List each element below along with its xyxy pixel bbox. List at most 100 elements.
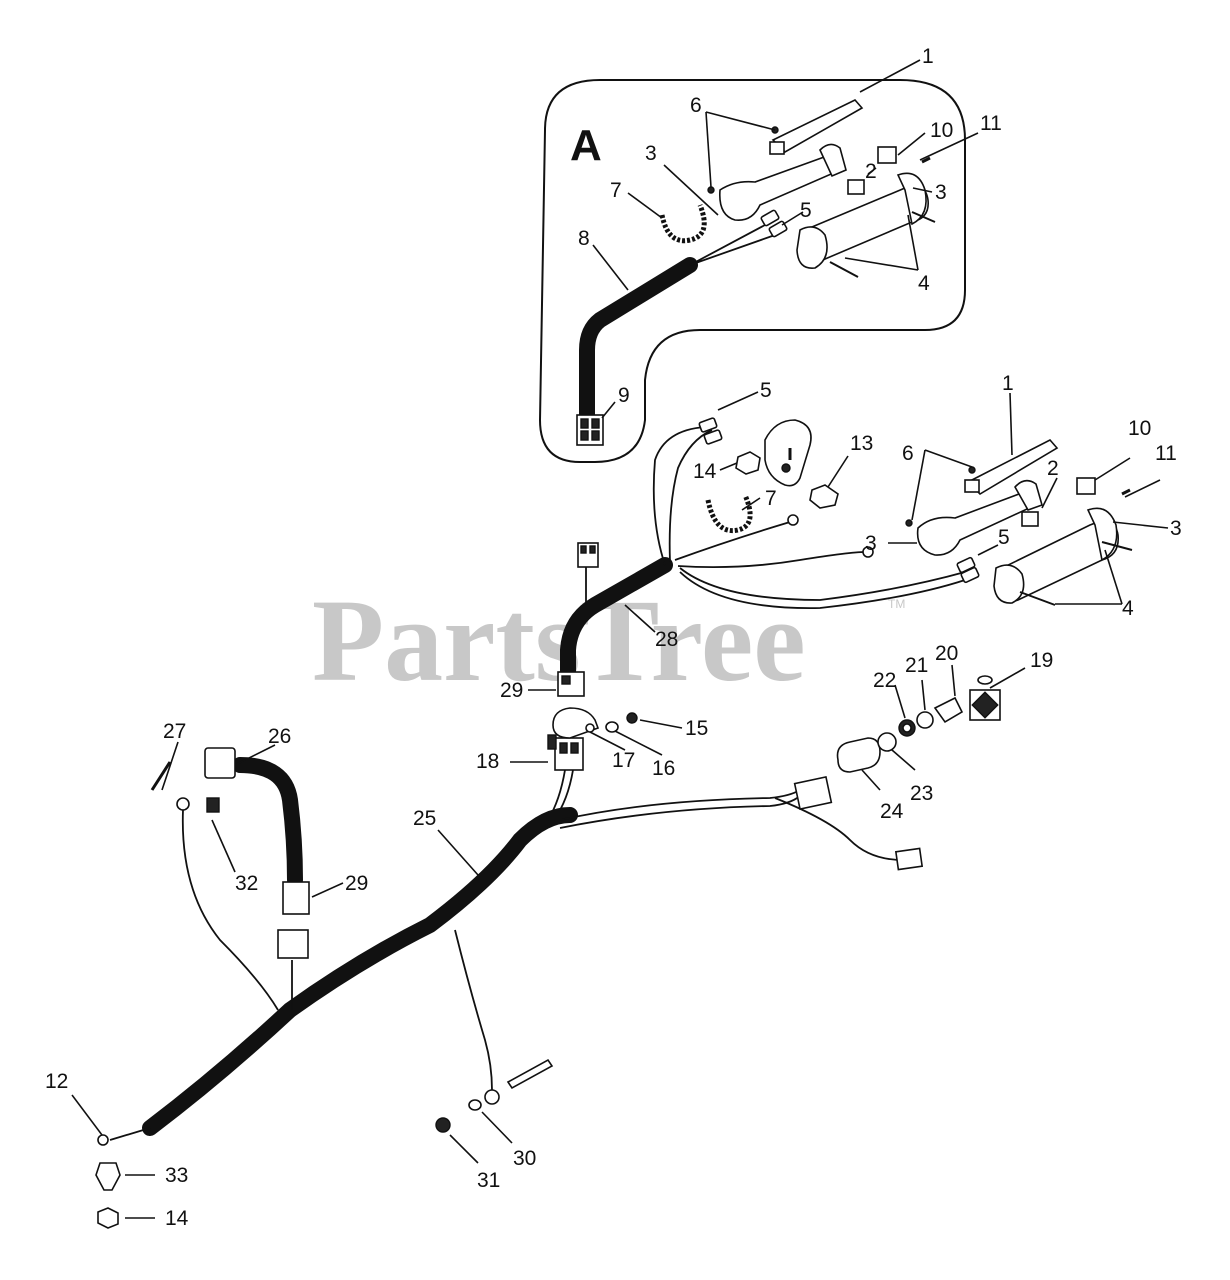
stub-connector-pin bbox=[589, 545, 596, 554]
callout-24: 24 bbox=[880, 800, 904, 823]
callout-20: 20 bbox=[935, 642, 958, 665]
leader bbox=[211, 819, 236, 873]
inset-harness bbox=[579, 257, 698, 423]
leader bbox=[719, 462, 738, 471]
callout-26: 26 bbox=[268, 725, 291, 748]
inset-switch bbox=[847, 179, 865, 195]
ring-terminal-30 bbox=[484, 1089, 500, 1105]
part-19-face bbox=[971, 691, 999, 719]
screw-6 bbox=[968, 466, 976, 474]
callout-5b: 5 bbox=[998, 526, 1010, 549]
connector-right bbox=[793, 776, 833, 810]
block-10 bbox=[1076, 477, 1096, 495]
lever-1-end bbox=[964, 479, 980, 493]
leader bbox=[1009, 392, 1013, 456]
callout-12: 12 bbox=[45, 1070, 68, 1093]
main-callouts: 5 1 10 11 6 13 14 2 7 3 3 5 4 28 19 20 2… bbox=[45, 372, 1182, 1230]
leader bbox=[481, 1111, 513, 1144]
connector-29-upper-pin bbox=[561, 675, 571, 685]
inset-letter: A bbox=[570, 121, 602, 170]
inset-connector-pin bbox=[580, 418, 589, 429]
leader bbox=[624, 604, 656, 633]
callout-inset-10: 10 bbox=[930, 119, 953, 142]
nut-14 bbox=[735, 451, 761, 475]
leader bbox=[614, 730, 663, 756]
plate-hole bbox=[781, 463, 791, 473]
ring-terminal-12 bbox=[97, 1134, 109, 1146]
stub-connector-pin bbox=[580, 545, 587, 554]
inset-lever-end bbox=[769, 141, 785, 155]
inset-a: A bbox=[538, 45, 1002, 463]
branch-wire bbox=[668, 429, 713, 563]
connector-end bbox=[894, 847, 924, 871]
leader bbox=[912, 187, 933, 193]
part-22-hole bbox=[902, 723, 912, 733]
callout-inset-2: 2 bbox=[865, 160, 877, 183]
terminal-5-upper bbox=[703, 429, 723, 445]
leader bbox=[924, 449, 973, 468]
callout-2: 2 bbox=[1047, 457, 1059, 480]
part-24 bbox=[836, 737, 881, 773]
branch-wire-lower-right bbox=[774, 797, 904, 861]
callout-inset-5: 5 bbox=[800, 199, 812, 222]
inset-grip-end bbox=[796, 226, 828, 269]
inset-handle-left bbox=[718, 150, 847, 222]
harness-28 bbox=[560, 557, 673, 680]
callout-16: 16 bbox=[652, 757, 675, 780]
callout-5a: 5 bbox=[760, 379, 772, 402]
leader bbox=[71, 1094, 103, 1136]
callout-6: 6 bbox=[902, 442, 914, 465]
connector-17 bbox=[554, 737, 584, 771]
connector-29-lower bbox=[282, 881, 310, 915]
clip-32 bbox=[206, 797, 220, 813]
callout-14b: 14 bbox=[165, 1207, 189, 1230]
inset-lever bbox=[771, 99, 864, 153]
leader bbox=[1112, 521, 1169, 529]
leader bbox=[1124, 479, 1161, 498]
inset-screw bbox=[707, 186, 715, 194]
leader bbox=[781, 211, 804, 226]
screw-6 bbox=[905, 519, 913, 527]
callout-22: 22 bbox=[873, 669, 896, 692]
leader bbox=[897, 132, 926, 156]
leader bbox=[449, 1134, 479, 1164]
ring-terminal bbox=[787, 514, 799, 526]
leader bbox=[951, 664, 956, 697]
leader bbox=[894, 684, 906, 719]
inset-connector-pin bbox=[580, 430, 589, 441]
callout-inset-11: 11 bbox=[980, 112, 1002, 135]
right-handle-assembly bbox=[905, 439, 1133, 606]
clamp-17-hole bbox=[585, 723, 595, 733]
callout-inset-7: 7 bbox=[610, 179, 622, 202]
inset-wire-terminal bbox=[760, 209, 780, 227]
lower-harness-assembly bbox=[95, 675, 1001, 1229]
harness-25 bbox=[142, 807, 578, 1136]
leader bbox=[437, 829, 479, 876]
callout-13: 13 bbox=[850, 432, 873, 455]
branch-wire-right bbox=[559, 789, 801, 821]
callout-32: 32 bbox=[235, 872, 258, 895]
leader bbox=[1094, 457, 1131, 481]
inset-screw-shaft bbox=[829, 261, 859, 278]
main-leaders bbox=[71, 391, 1169, 1219]
branch-wire bbox=[679, 567, 966, 601]
inset-handle-bracket bbox=[819, 143, 847, 178]
grip-4-cap bbox=[1086, 507, 1118, 562]
terminal-5 bbox=[960, 566, 980, 584]
callout-inset-8: 8 bbox=[578, 227, 590, 250]
callout-14a: 14 bbox=[693, 460, 717, 483]
callout-inset-4: 4 bbox=[918, 272, 930, 295]
branch-wire bbox=[652, 426, 706, 566]
branch-wire bbox=[677, 551, 866, 569]
callout-inset-3b: 3 bbox=[935, 181, 947, 204]
leader bbox=[741, 497, 761, 511]
screw-shaft bbox=[1101, 541, 1133, 551]
callout-15: 15 bbox=[685, 717, 708, 740]
ground-wire-30 bbox=[454, 929, 493, 1091]
leader bbox=[1041, 477, 1058, 509]
nut-14-lower bbox=[97, 1207, 119, 1229]
ring-terminal-27 bbox=[176, 797, 190, 811]
washer-16 bbox=[605, 721, 619, 733]
leader bbox=[911, 449, 926, 521]
callout-30: 30 bbox=[513, 1147, 536, 1170]
